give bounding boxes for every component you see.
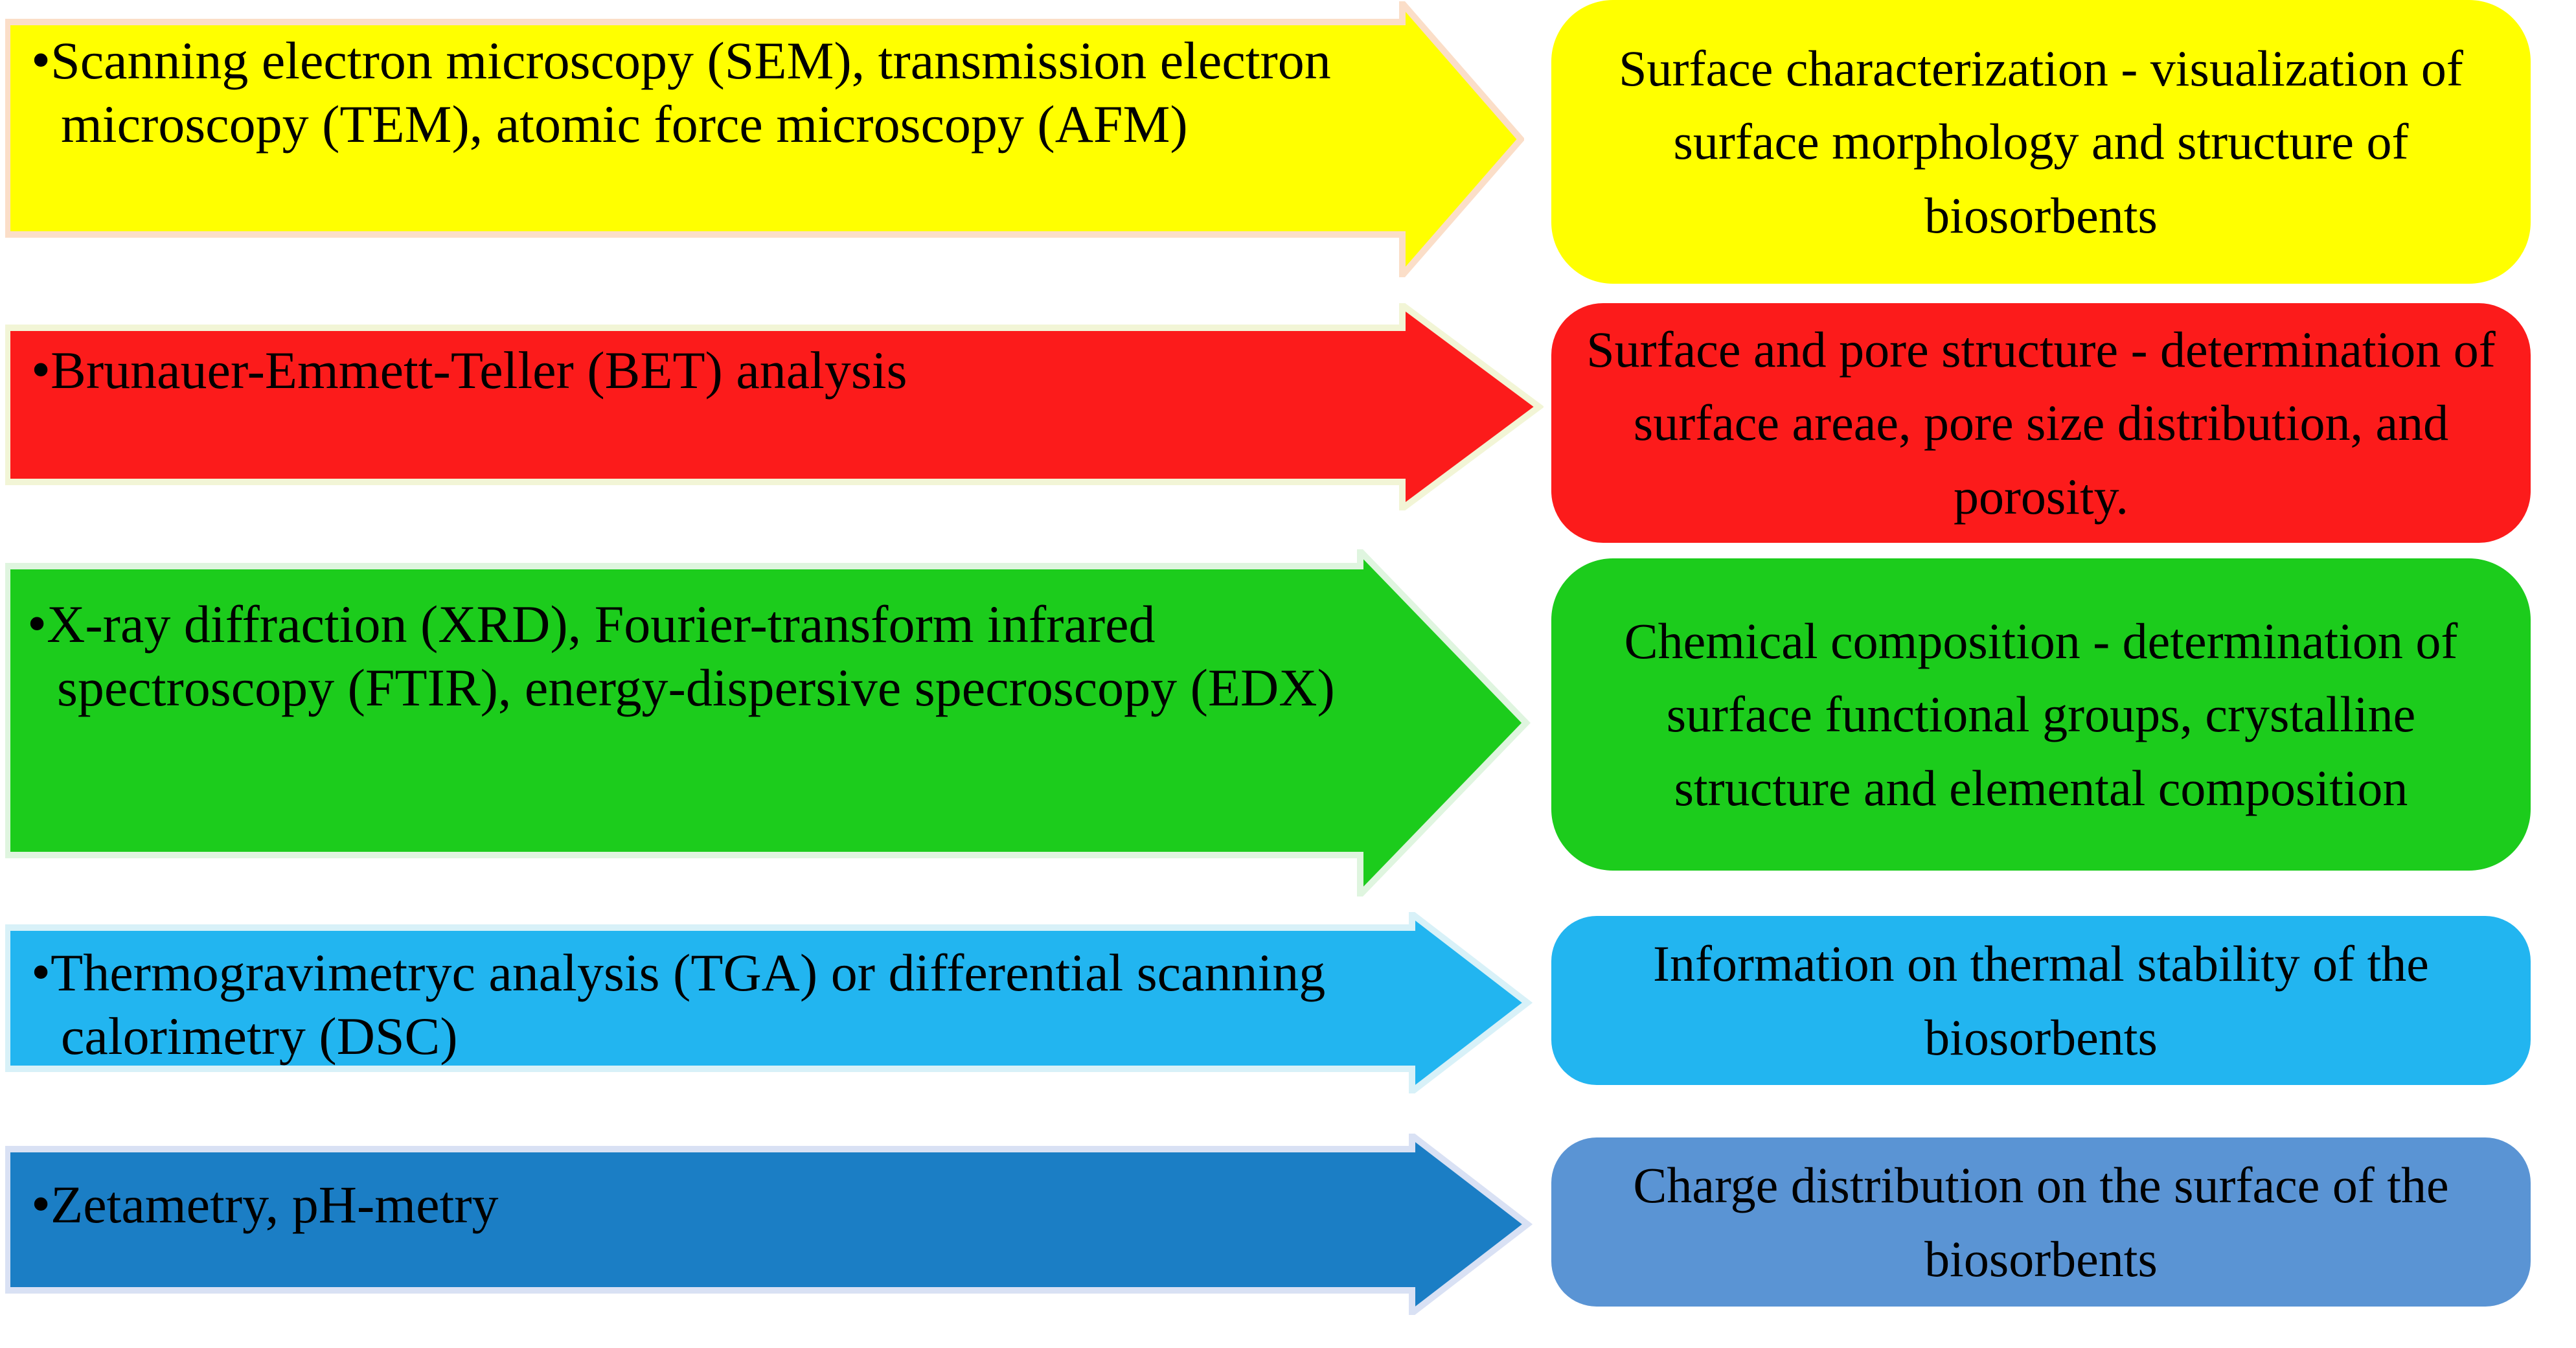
- right-arrow-icon: [5, 1, 1524, 277]
- result-box-tga: Information on thermal stability of the …: [1551, 916, 2531, 1085]
- result-box-text: Surface and pore structure - determinati…: [1586, 321, 2496, 525]
- arrow-label-zetametry: •Zetametry, pH-metry: [31, 1171, 1389, 1237]
- right-arrow-icon: [5, 1134, 1533, 1315]
- arrow-shape-zetametry: [5, 1134, 1533, 1315]
- arrow-label-text: X-ray diffraction (XRD), Fourier-transfo…: [47, 595, 1335, 717]
- result-box-xrd: Chemical composition - determination of …: [1551, 558, 2531, 871]
- arrow-label-text: Zetametry, pH-metry: [51, 1175, 499, 1234]
- arrow-label-tga: •Thermogravimetryc analysis (TGA) or dif…: [31, 939, 1389, 1068]
- arrow-label-bet: •Brunauer-Emmett-Teller (BET) analysis: [31, 337, 1395, 403]
- arrow-shape-microscopy: [5, 1, 1524, 277]
- bullet-icon: •: [31, 941, 51, 1003]
- bullet-icon: •: [31, 338, 51, 400]
- result-box-microscopy: Surface characterization - visualization…: [1551, 0, 2531, 284]
- bullet-icon: •: [27, 592, 47, 654]
- arrow-label-microscopy: •Scanning electron microscopy (SEM), tra…: [31, 27, 1395, 155]
- right-arrow-icon: [5, 912, 1533, 1093]
- result-box-text: Information on thermal stability of the …: [1653, 935, 2429, 1066]
- arrow-label-xrd: •X-ray diffraction (XRD), Fourier-transf…: [27, 591, 1365, 719]
- arrow-label-text: Scanning electron microscopy (SEM), tran…: [51, 31, 1331, 154]
- arrow-label-text: Brunauer-Emmett-Teller (BET) analysis: [51, 341, 907, 400]
- bullet-icon: •: [31, 1172, 51, 1235]
- arrow-shape-xrd: [5, 549, 1531, 897]
- result-box-text: Surface characterization - visualization…: [1619, 40, 2463, 244]
- arrow-shape-tga: [5, 912, 1533, 1093]
- arrow-label-text: Thermogravimetryc analysis (TGA) or diff…: [51, 943, 1326, 1066]
- result-box-bet: Surface and pore structure - determinati…: [1551, 303, 2531, 543]
- bullet-icon: •: [31, 29, 51, 91]
- arrow-shape-bet: [5, 303, 1544, 510]
- result-box-text: Chemical composition - determination of …: [1624, 613, 2458, 816]
- result-box-zetametry: Charge distribution on the surface of th…: [1551, 1137, 2531, 1307]
- right-arrow-icon: [5, 549, 1531, 897]
- right-arrow-icon: [5, 303, 1544, 510]
- result-box-text: Charge distribution on the surface of th…: [1633, 1157, 2449, 1287]
